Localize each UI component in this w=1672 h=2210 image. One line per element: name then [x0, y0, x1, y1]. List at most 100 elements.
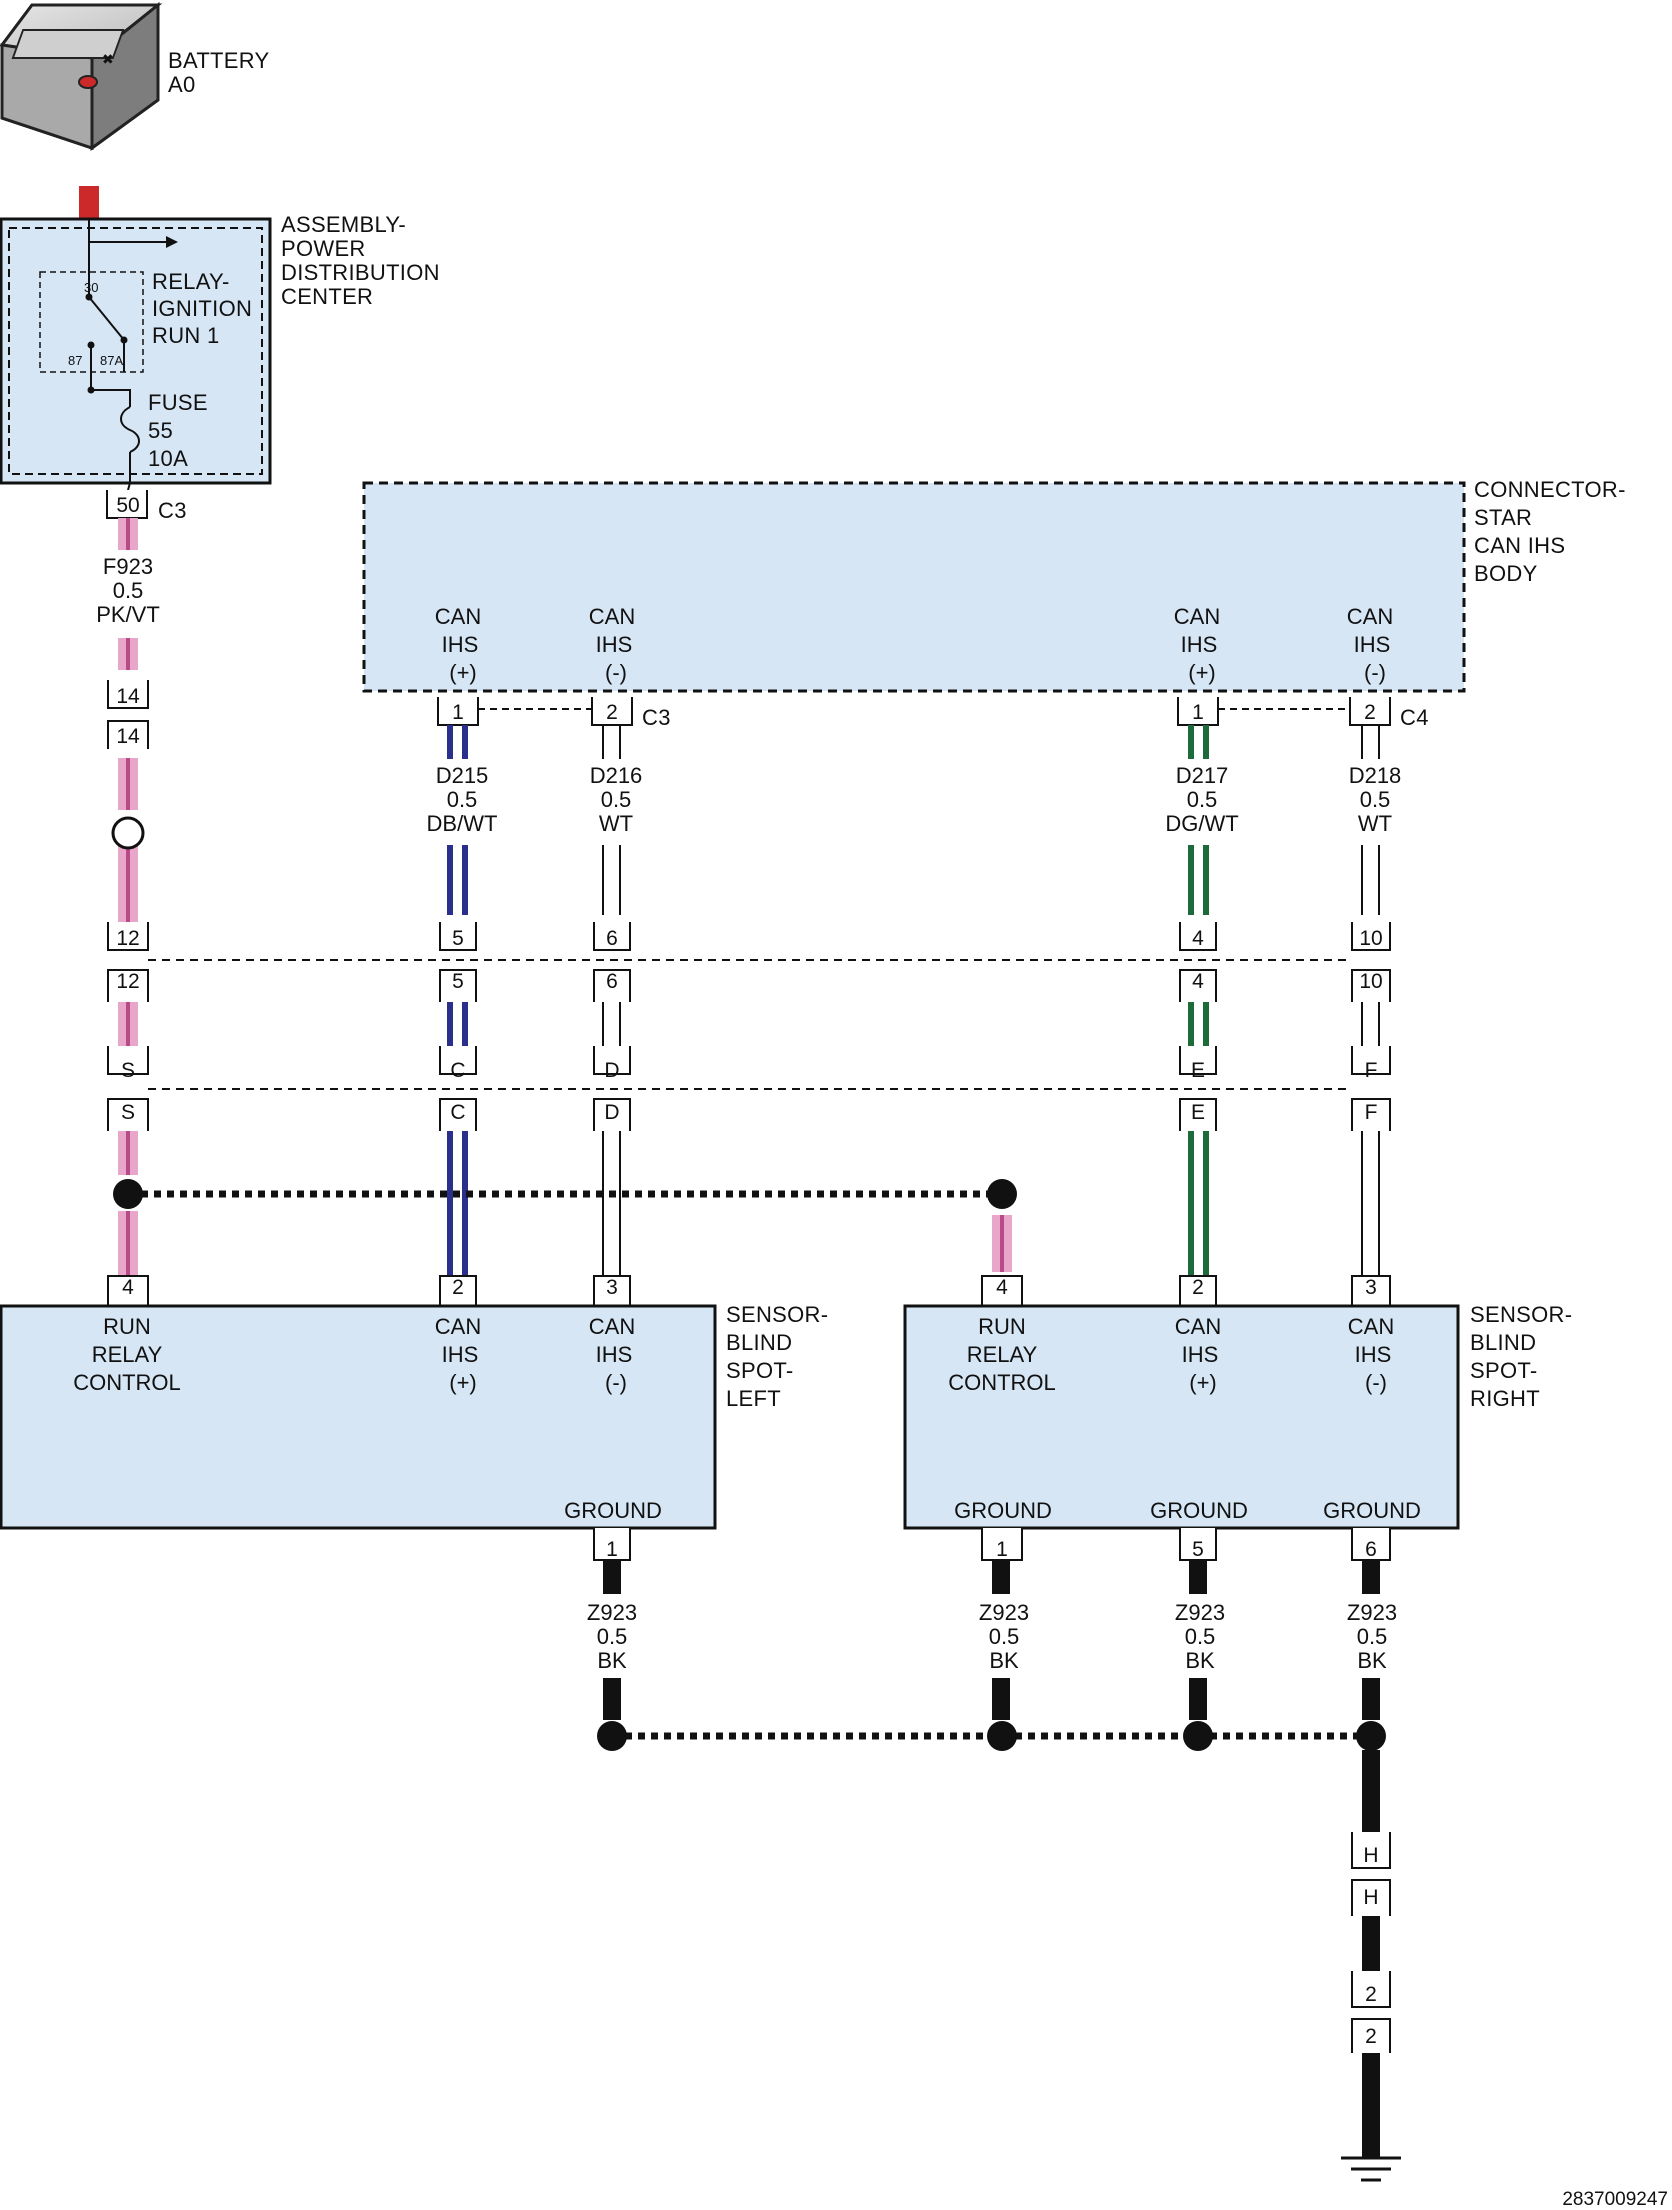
star-term1-l3: (+)	[449, 660, 477, 685]
sr-ground3-label: GROUND	[1323, 1498, 1421, 1523]
ground-pin-2b: 2	[1365, 2025, 1377, 2048]
star-term4-l2: IHS	[1354, 632, 1391, 657]
power-distribution-center	[0, 217, 272, 491]
star-term2-l2: IHS	[596, 632, 633, 657]
sr-ground2-label: GROUND	[1150, 1498, 1248, 1523]
sl-title-4: LEFT	[726, 1386, 781, 1411]
pdc-title-3: DISTRIBUTION	[281, 260, 440, 285]
relay-label-2: IGNITION	[152, 296, 252, 321]
d216-circuit: D216	[590, 763, 643, 788]
star-term1-l2: IHS	[442, 632, 479, 657]
d215-circuit: D215	[436, 763, 489, 788]
row2-pin-b2: 5	[452, 970, 464, 993]
sl-title-3: SPOT-	[726, 1358, 794, 1383]
row3-pin-a1: S	[121, 1059, 135, 1082]
z923-c-circuit: Z923	[1175, 1600, 1225, 1625]
pdc-title-2: POWER	[281, 236, 366, 261]
sr-t3-l1: CAN	[1348, 1314, 1394, 1339]
z923-a-circuit: Z923	[587, 1600, 637, 1625]
f923-gauge: 0.5	[113, 578, 144, 603]
sensor-right-pin-3: 3	[1365, 1276, 1377, 1299]
sl-t1-l1: RUN	[103, 1314, 151, 1339]
sr-t1-l3: CONTROL	[948, 1370, 1056, 1395]
sl-t2-l1: CAN	[435, 1314, 481, 1339]
star-connector-c4: C4	[1400, 705, 1429, 730]
f923-circuit: F923	[103, 554, 153, 579]
row2-pin-c1: 6	[606, 927, 618, 950]
inline-pin-14b: 14	[116, 725, 140, 748]
ground-pin-sr-5: 5	[1192, 1538, 1204, 1561]
ground-pin-sl-1: 1	[606, 1538, 618, 1561]
row2-pin-e2: 10	[1359, 970, 1382, 993]
ground-pin-h2: H	[1363, 1886, 1378, 1909]
star-connector-c3: C3	[642, 705, 671, 730]
pdc-pin-number: 50	[116, 494, 139, 517]
sl-ground-label: GROUND	[564, 1498, 662, 1523]
d215-gauge: 0.5	[447, 787, 478, 812]
battery-code: A0	[168, 72, 196, 97]
z923-b-color: BK	[989, 1648, 1019, 1673]
sensor-left-pins-top	[107, 1275, 631, 1306]
inline-connector-row3	[107, 1046, 1391, 1131]
sr-title-4: RIGHT	[1470, 1386, 1540, 1411]
z923-a-color: BK	[597, 1648, 627, 1673]
sr-ground1-label: GROUND	[954, 1498, 1052, 1523]
sl-t3-l3: (-)	[605, 1370, 627, 1395]
row3-pin-d2: E	[1191, 1101, 1205, 1124]
sl-t3-l1: CAN	[589, 1314, 635, 1339]
relay-label-3: RUN 1	[152, 323, 220, 348]
row2-pin-a1: 12	[116, 927, 139, 950]
star-connector-pins	[437, 697, 1391, 726]
star-term4-l1: CAN	[1347, 604, 1393, 629]
fuse-label-2: 55	[148, 418, 173, 443]
sl-t2-l3: (+)	[449, 1370, 477, 1395]
battery-cable	[79, 186, 99, 219]
fuse-icon	[120, 406, 140, 453]
sensor-left-pin-3: 3	[606, 1276, 618, 1299]
sl-t3-l2: IHS	[596, 1342, 633, 1367]
sl-t1-l2: RELAY	[92, 1342, 163, 1367]
inline-connector-14	[107, 680, 149, 749]
wire-f923	[118, 518, 1012, 1277]
z923-a-gauge: 0.5	[597, 1624, 628, 1649]
fuse-label-3: 10A	[148, 446, 188, 471]
f923-color: PK/VT	[96, 602, 160, 627]
row2-pin-c2: 6	[606, 970, 618, 993]
fuse-label-1: FUSE	[148, 390, 208, 415]
row3-pin-c1: D	[604, 1059, 619, 1082]
sensor-left-pin-2: 2	[452, 1276, 464, 1299]
battery-name: BATTERY	[168, 48, 270, 73]
z923-c-color: BK	[1185, 1648, 1215, 1673]
ground-symbol-icon	[1341, 2156, 1401, 2182]
row3-pin-d1: E	[1191, 1059, 1205, 1082]
ground-pin-2a: 2	[1365, 1983, 1377, 2006]
z923-d-circuit: Z923	[1347, 1600, 1397, 1625]
z923-c-gauge: 0.5	[1185, 1624, 1216, 1649]
row3-pin-e1: F	[1365, 1059, 1378, 1082]
wire-d215	[447, 725, 468, 1275]
sr-t2-l2: IHS	[1182, 1342, 1219, 1367]
d217-gauge: 0.5	[1187, 787, 1218, 812]
star-title-3: CAN IHS	[1474, 533, 1565, 558]
sensor-left-box	[0, 1304, 717, 1530]
d218-color: WT	[1358, 811, 1392, 836]
sensor-right-box	[903, 1304, 1460, 1530]
row3-pin-e2: F	[1365, 1101, 1378, 1124]
star-term2-l3: (-)	[605, 660, 627, 685]
z923-b-gauge: 0.5	[989, 1624, 1020, 1649]
star-connector-box	[362, 481, 1466, 693]
row2-pin-e1: 10	[1359, 927, 1382, 950]
wire-d217	[1188, 725, 1209, 1275]
pdc-connector-id: C3	[158, 498, 187, 523]
relay-pin-30: 30	[84, 280, 98, 295]
row3-pin-c2: D	[604, 1101, 619, 1124]
ground-splice	[597, 1721, 1386, 1832]
wire-d216	[602, 725, 621, 1275]
sr-title-3: SPOT-	[1470, 1358, 1538, 1383]
relay-label-1: RELAY-	[152, 269, 230, 294]
relay-pin-87: 87	[68, 353, 82, 368]
star-title-2: STAR	[1474, 505, 1532, 530]
arrow-icon	[166, 236, 178, 248]
star-pin-2: 2	[606, 701, 618, 724]
sensor-right-pin-4: 4	[996, 1276, 1008, 1299]
